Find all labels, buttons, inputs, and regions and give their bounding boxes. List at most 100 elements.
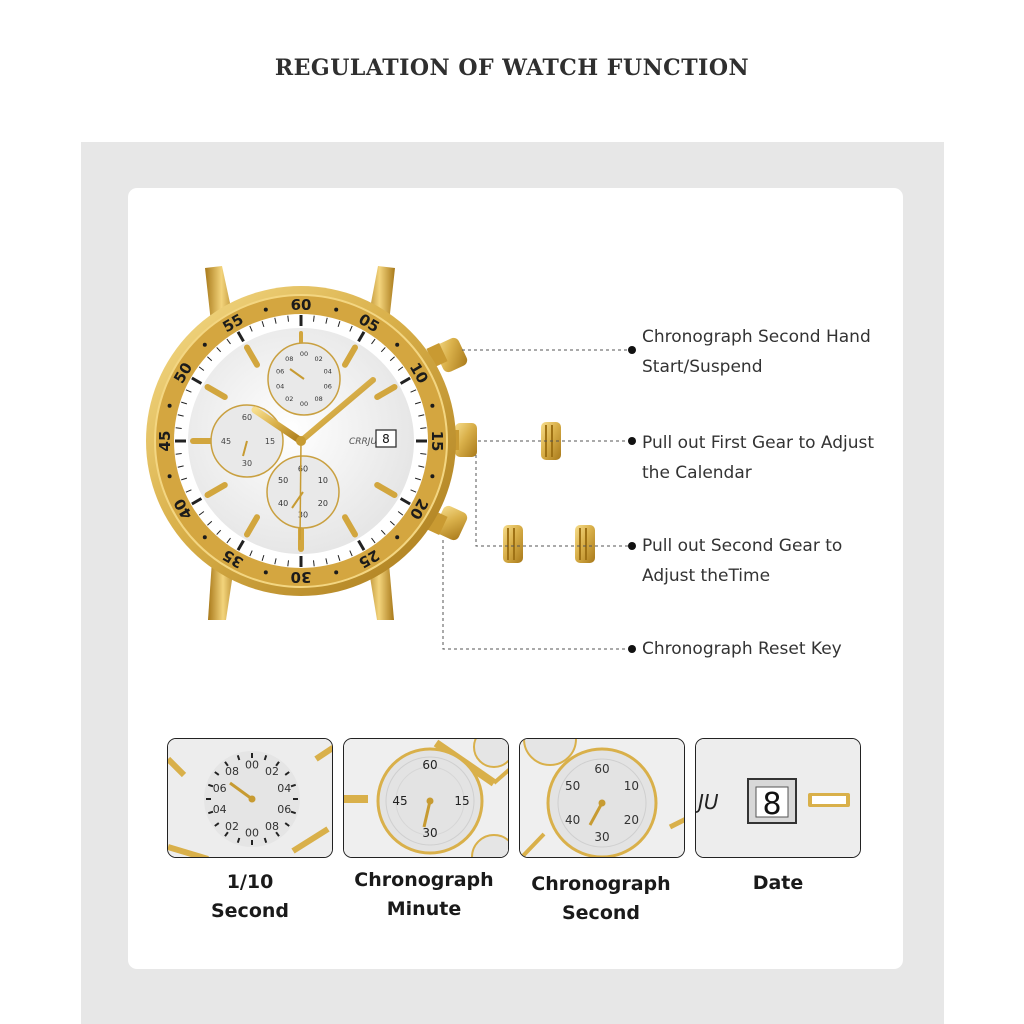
minute-tick [337, 321, 341, 328]
subdial-label: 02 [285, 395, 293, 403]
minute-tick [249, 550, 253, 557]
minute-tick [349, 550, 353, 557]
minute-tick [414, 401, 421, 405]
callout-4-line1: Chronograph Reset Key [642, 639, 842, 659]
subdial-label: 08 [225, 765, 239, 778]
hour-marker [204, 482, 228, 498]
minute-tick [226, 537, 231, 544]
minute-tick [410, 489, 417, 493]
minute-tick [181, 401, 188, 405]
subdial-label: 20 [624, 813, 639, 827]
minute-tick [198, 366, 205, 371]
minute-tick [325, 317, 328, 324]
minute-tick [410, 389, 417, 393]
minute-tick [216, 347, 222, 353]
date-window [375, 429, 397, 448]
callout-3-line1: Pull out Second Gear to [642, 536, 843, 556]
minute-tick [337, 554, 341, 561]
minute-tick [249, 325, 253, 332]
callout-2-line1: Pull out First Gear to Adjust [642, 433, 875, 453]
minute-tick [418, 414, 425, 417]
subdial-label: 08 [285, 355, 293, 363]
subdial-label: 60 [298, 465, 308, 474]
minute-tick [420, 453, 427, 455]
callout-3-line2: Adjust theTime [642, 566, 771, 586]
subdial-label: 06 [277, 803, 291, 816]
minute-tick [287, 560, 289, 567]
subdial-label: 08 [315, 395, 323, 403]
callout-crown-calendar: Pull out First Gear to Adjust the Calend… [642, 428, 902, 488]
minute-tick [325, 558, 328, 565]
subdial-label: 06 [213, 782, 227, 795]
thumb-tick [214, 771, 220, 776]
bezel-dot [202, 535, 207, 540]
minute-tick [261, 321, 265, 328]
minute-tick [207, 520, 213, 526]
thumb-tick [207, 810, 214, 815]
bezel-dot [395, 535, 400, 540]
callout-1-line2: Start/Suspend [642, 357, 763, 377]
crown-position-2b [575, 525, 595, 563]
thumb-tick [284, 822, 290, 827]
label-3-line2: Second [561, 902, 640, 924]
minute-tick [236, 539, 245, 551]
minute-track [175, 315, 427, 567]
label-date: Date [678, 869, 878, 898]
minute-tick [389, 520, 395, 526]
minute-tick [177, 465, 184, 468]
callout-reset: Chronograph Reset Key [642, 634, 902, 664]
subdial-label: 40 [278, 499, 288, 508]
subdial-label: 00 [245, 827, 259, 840]
bezel-number: 60 [291, 296, 312, 314]
bezel-dot [202, 342, 207, 347]
hour-marker [204, 384, 228, 400]
label-2-line1: Chronograph [354, 869, 494, 891]
minute-tick [313, 315, 315, 322]
brand-logo: CRRJU [349, 437, 377, 447]
sd2-45: 45 [221, 437, 231, 446]
label-tenth-second: 1/10 Second [150, 868, 350, 926]
minute-tick [380, 347, 386, 353]
subdial-label: 40 [565, 813, 580, 827]
minute-tick [185, 389, 192, 393]
sd2-30: 30 [242, 459, 252, 468]
hour-marker [244, 514, 260, 538]
minute-tick [313, 560, 315, 567]
minute-tick [274, 558, 277, 565]
leader-dots [628, 346, 636, 653]
bezel-number: 15 [428, 431, 446, 452]
subdial-label: 30 [594, 830, 609, 844]
minute-tick [274, 317, 277, 324]
minute-tick [175, 427, 182, 429]
t4-date-digit: 8 [762, 787, 781, 822]
pusher-bottom[interactable] [426, 504, 469, 542]
callout-crown-time: Pull out Second Gear to Adjust theTime [642, 531, 902, 591]
minute-tick [175, 453, 182, 455]
minute-tick [207, 356, 213, 362]
bezel-dot [334, 570, 339, 575]
t2-label-60: 60 [422, 758, 437, 772]
thumb-tick [224, 831, 229, 837]
subdial-label: 30 [298, 511, 308, 520]
subdial-label: 04 [276, 383, 284, 391]
crown-position-2a [503, 525, 523, 563]
leader-lines [442, 349, 630, 650]
minute-tick [414, 477, 421, 481]
subdial-label: 04 [324, 367, 332, 375]
pusher-top[interactable] [426, 336, 469, 374]
thumb-tick [263, 754, 268, 761]
subdial-label: 10 [318, 476, 328, 485]
thumb-tick [236, 754, 241, 761]
thumb-chrono-minute: 60 15 30 45 [343, 738, 509, 858]
bezel-dot [167, 403, 172, 408]
thumb-tick [284, 771, 290, 776]
bezel-number: 45 [156, 431, 174, 452]
bezel-dot [167, 474, 172, 479]
date-digit: 8 [382, 432, 390, 446]
bezel-dot [263, 570, 268, 575]
subdial-label: 06 [324, 383, 332, 391]
t2-label-15: 15 [454, 794, 469, 808]
bezel-dot [395, 342, 400, 347]
